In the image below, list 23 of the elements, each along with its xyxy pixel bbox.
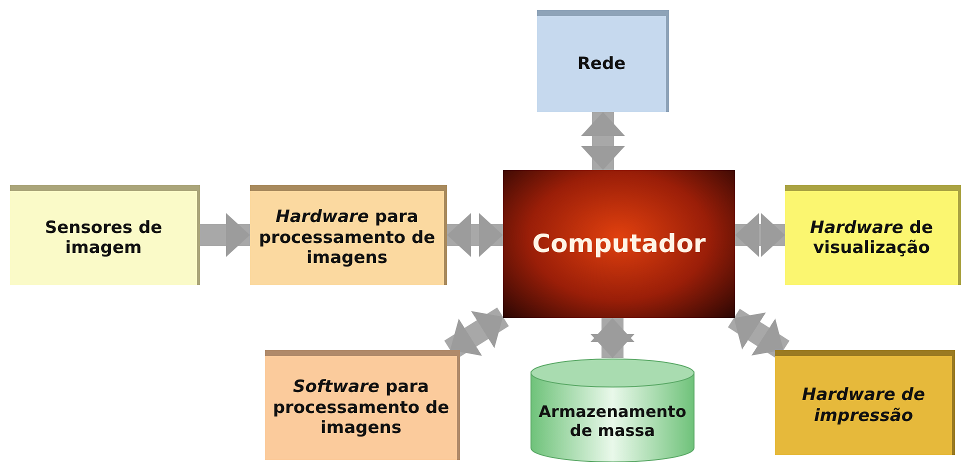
node-label: Rede	[576, 54, 627, 74]
node-label: Hardware de visualização	[809, 218, 934, 258]
node-label: Hardware de impressão	[801, 385, 926, 426]
process-box	[265, 350, 460, 460]
double-block-arrow	[735, 213, 785, 257]
node-label: Sensores de imagem	[44, 218, 164, 258]
process-box	[775, 350, 955, 455]
node-label: Hardware para processamento de imagens	[258, 207, 436, 269]
double-block-arrow	[581, 112, 625, 170]
storage-cylinder	[530, 358, 695, 462]
double-block-arrow	[447, 213, 503, 257]
computer-box	[503, 170, 735, 318]
double-block-arrow	[590, 318, 634, 358]
process-box	[537, 10, 669, 112]
process-box	[785, 185, 961, 285]
node-label: Armazenamento de massa	[538, 402, 688, 440]
node-label: Software para processamento de imagens	[272, 377, 450, 439]
process-box	[250, 185, 447, 285]
double-block-arrow	[444, 308, 509, 360]
double-block-arrow	[728, 308, 790, 360]
process-box	[10, 185, 200, 285]
block-arrow	[200, 213, 250, 257]
node-label: Computador	[531, 229, 707, 259]
